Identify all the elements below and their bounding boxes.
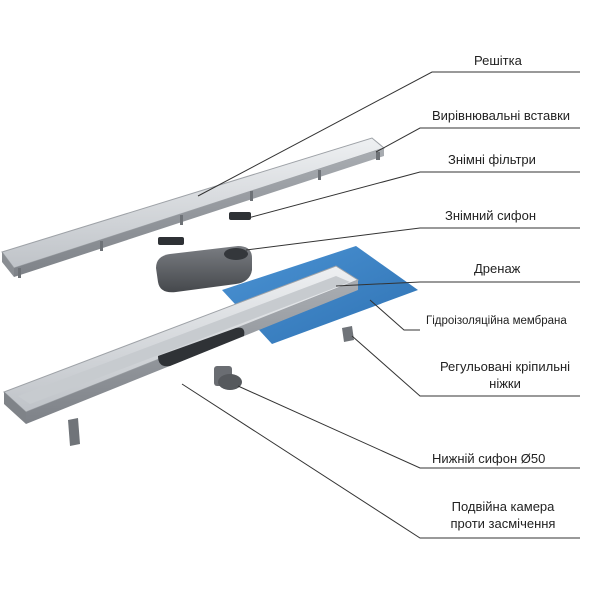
grate-part bbox=[1, 137, 386, 278]
leader-bottom-siphon bbox=[237, 385, 580, 469]
label-removable-filters: Знімні фільтри bbox=[448, 152, 536, 167]
label-adjustable-legs-line2: ніжки bbox=[489, 376, 521, 391]
leader-filters bbox=[247, 171, 580, 219]
leader-drain bbox=[335, 281, 580, 287]
leader-double-chamber bbox=[181, 383, 580, 539]
label-drain: Дренаж bbox=[474, 261, 521, 276]
siphon-part bbox=[156, 246, 252, 293]
leader-membrane bbox=[369, 299, 420, 331]
label-bottom-siphon: Нижній сифон Ø50 bbox=[432, 451, 546, 466]
label-leveling-inserts: Вирівнювальні вставки bbox=[432, 108, 571, 123]
label-grate: Решітка bbox=[474, 53, 522, 68]
leader-leveling-inserts bbox=[375, 127, 580, 153]
label-removable-siphon: Знімний сифон bbox=[445, 208, 537, 223]
label-double-chamber-line1: Подвійна камера bbox=[451, 499, 555, 514]
label-membrane: Гідроізоляційна мембрана bbox=[426, 315, 567, 327]
leader-siphon bbox=[245, 227, 580, 251]
leader-legs bbox=[351, 335, 580, 397]
label-adjustable-legs: Регульовані кріпильні ніжки bbox=[430, 358, 580, 392]
drain-channel bbox=[3, 265, 360, 446]
leader-grate bbox=[197, 71, 580, 197]
label-adjustable-legs-line1: Регульовані кріпильні bbox=[439, 359, 571, 374]
label-double-chamber: Подвійна камера проти засмічення bbox=[428, 498, 578, 532]
label-double-chamber-line2: проти засмічення bbox=[450, 516, 556, 531]
leader-lines bbox=[181, 71, 580, 539]
filter-part bbox=[158, 212, 251, 245]
